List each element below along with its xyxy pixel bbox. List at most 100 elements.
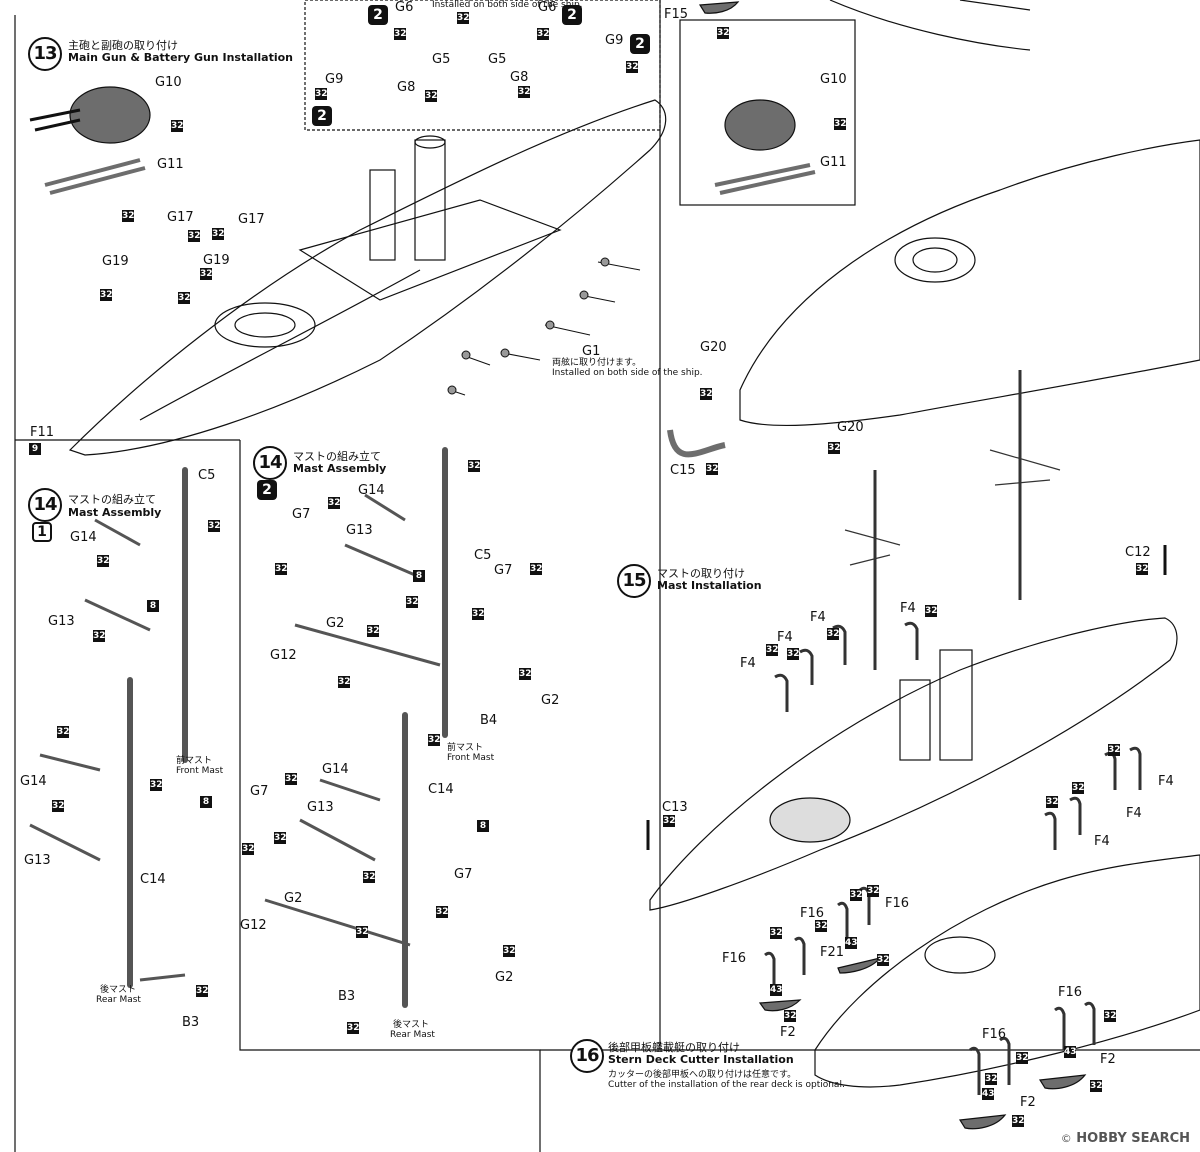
step-title-en: Mast Assembly <box>68 506 162 519</box>
sprue-badge: 32 <box>436 906 449 918</box>
sprue-badge: 32 <box>827 628 840 640</box>
part-label: G20 <box>837 420 864 435</box>
sprue-badge: 32 <box>150 779 163 791</box>
part-label: G10 <box>820 72 847 87</box>
part-label: G9 <box>325 72 344 87</box>
sprue-badge: 32 <box>356 926 369 938</box>
rear-mast-label-en: Rear Mast <box>390 1030 435 1040</box>
sprue-badge: 32 <box>1046 796 1059 808</box>
front-mast-label-jp: 前マスト <box>447 743 484 753</box>
part-label: G13 <box>48 614 75 629</box>
sprue-badge: 9 <box>29 443 41 455</box>
part-label: F4 <box>777 630 793 645</box>
sprue-badge: 32 <box>242 843 255 855</box>
sprue-badge: 32 <box>877 954 890 966</box>
part-label: F4 <box>1126 806 1142 821</box>
hull-fragment-top-right <box>829 0 1031 51</box>
sprue-badge: 32 <box>700 388 713 400</box>
main-turret-g10-right <box>724 99 796 151</box>
funnel-2-step13 <box>414 139 446 261</box>
sprue-badge: 32 <box>519 668 532 680</box>
part-label: F11 <box>30 425 55 440</box>
funnel-1-step13 <box>369 169 396 261</box>
sprue-badge: 43 <box>1064 1046 1077 1058</box>
cutter-f21 <box>837 956 882 974</box>
sheet-badge: 2 <box>257 480 277 500</box>
step-number: 13 <box>28 37 62 71</box>
part-label: B4 <box>480 713 498 728</box>
sprue-badge: 32 <box>706 463 719 475</box>
sprue-badge: 32 <box>338 676 351 688</box>
sprue-badge: 32 <box>717 27 730 39</box>
step-title-jp: マストの取り付け <box>657 567 745 580</box>
sprue-badge: 32 <box>52 800 65 812</box>
sheet-badge: 2 <box>312 106 332 126</box>
part-label: G12 <box>240 918 267 933</box>
step-note-en: Cutter of the installation of the rear d… <box>608 1080 845 1090</box>
part-label: B3 <box>182 1015 200 1030</box>
part-label: F2 <box>780 1025 796 1040</box>
part-label: F4 <box>1158 774 1174 789</box>
part-label: G9 <box>605 33 624 48</box>
sprue-badge: 32 <box>828 442 841 454</box>
part-label: F16 <box>800 906 825 921</box>
step-title-jp: 主砲と副砲の取り付け <box>68 39 178 52</box>
front-mast-label-en: Front Mast <box>447 753 495 763</box>
sprue-badge: 32 <box>196 985 209 997</box>
part-label: G2 <box>326 616 345 631</box>
sprue-badge: 32 <box>428 734 441 746</box>
sprue-badge: 32 <box>57 726 70 738</box>
part-label: B3 <box>338 989 356 1004</box>
part-c15 <box>667 429 726 458</box>
sprue-badge: 32 <box>472 608 485 620</box>
part-label: G19 <box>102 254 129 269</box>
sprue-badge: 32 <box>537 28 550 40</box>
part-label: G7 <box>292 507 311 522</box>
sprue-badge: 43 <box>845 937 858 949</box>
sprue-badge: 32 <box>200 268 213 280</box>
ship-hull-step15 <box>649 617 1178 911</box>
section-border-mid <box>239 440 541 1152</box>
sprue-badge: 32 <box>815 920 828 932</box>
sprue-badge: 32 <box>518 86 531 98</box>
rear-mast-label-en: Rear Mast <box>96 995 141 1005</box>
sprue-badge: 32 <box>457 12 470 24</box>
sprue-badge: 8 <box>477 820 489 832</box>
sprue-badge: 32 <box>367 625 380 637</box>
sprue-badge: 32 <box>530 563 543 575</box>
sprue-badge: 32 <box>1090 1080 1103 1092</box>
part-label: C12 <box>1125 545 1151 560</box>
part-label: F2 <box>1020 1095 1036 1110</box>
sheet-badge: 1 <box>32 522 52 542</box>
front-mast-label-jp: 前マスト <box>176 756 213 766</box>
sprue-badge: 32 <box>503 945 516 957</box>
sprue-badge: 32 <box>394 28 407 40</box>
part-label: G7 <box>494 563 513 578</box>
sprue-badge: 32 <box>1136 563 1149 575</box>
part-label: F16 <box>722 951 747 966</box>
part-label: G11 <box>157 157 184 172</box>
ship-hull-step13-right <box>739 139 1200 427</box>
superstructure-step13 <box>298 199 562 301</box>
part-label: G2 <box>284 891 303 906</box>
sprue-badge: 32 <box>663 815 676 827</box>
part-label: F15 <box>664 7 689 22</box>
sheet-badge: 2 <box>562 5 582 25</box>
step-title-en: Mast Assembly <box>293 462 387 475</box>
part-label: G8 <box>510 70 529 85</box>
part-label: G6 <box>538 0 557 15</box>
rear-mast-label-jp: 後マスト <box>100 985 137 995</box>
step-title-jp: マストの組み立て <box>293 450 381 463</box>
part-label: F21 <box>820 945 845 960</box>
sprue-badge: 32 <box>1012 1115 1025 1127</box>
sprue-badge: 32 <box>93 630 106 642</box>
part-label: G17 <box>167 210 194 225</box>
part-label: C5 <box>474 548 492 563</box>
deck-line-step13 <box>139 269 421 421</box>
sprue-badge: 32 <box>770 927 783 939</box>
part-label: G7 <box>454 867 473 882</box>
part-label: G14 <box>322 762 349 777</box>
sprue-badge: 32 <box>275 563 288 575</box>
part-label: G20 <box>700 340 727 355</box>
